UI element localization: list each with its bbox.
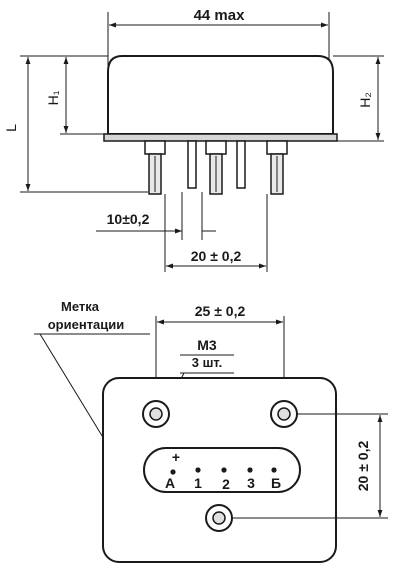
lead-spacing-dimension: 10±0,2: [96, 192, 216, 240]
pin-label-1: 1: [194, 475, 202, 491]
side-view: 44 max L H₁: [3, 7, 384, 272]
pin-label-3: 3: [247, 475, 255, 491]
height-l-label: L: [3, 124, 19, 132]
hole-spacing-horizontal-dimension: 25 ± 0,2: [155, 303, 285, 400]
orientation-mark-label-line1: Метка: [61, 299, 100, 314]
height-l-dimension: L: [3, 55, 148, 193]
bottom-view: 25 ± 0,2 Метка ориентации M3 3 шт.: [34, 299, 388, 563]
pin-label-a: А: [165, 475, 175, 491]
mounting-stud-center: [205, 140, 227, 155]
height-h2-label: H₂: [357, 92, 373, 108]
case-base-plate: [103, 133, 338, 142]
orientation-mark-callout: Метка ориентации: [34, 299, 150, 468]
pin-dot: [271, 467, 277, 473]
case-body: [107, 55, 334, 135]
lead-pins: [144, 140, 288, 195]
orientation-mark-label-line2: ориентации: [48, 317, 125, 332]
height-h1-label: H₁: [45, 90, 61, 105]
lead-pin: [236, 140, 246, 189]
lead-span-label: 20 ± 0,2: [191, 248, 242, 264]
pin-row: + А 1 2 3 Б: [165, 449, 281, 492]
pin-dot: [221, 467, 227, 473]
lead-span-dimension: 20 ± 0,2: [164, 194, 268, 272]
lead-pin: [187, 140, 197, 189]
pin-label-b: Б: [271, 475, 281, 491]
lead-spacing-label: 10±0,2: [107, 211, 150, 227]
overall-width-dimension: 44 max: [107, 7, 330, 68]
pin-label-2: 2: [222, 476, 230, 492]
polarity-mark: +: [172, 449, 180, 465]
pin-dot: [195, 467, 201, 473]
mounting-hole-top-right: [270, 400, 298, 428]
height-h1-dimension: H₁: [45, 57, 104, 135]
hole-spacing-vertical-dimension: 20 ± 0,2: [232, 413, 388, 519]
thread-size-label: M3: [197, 337, 217, 353]
mounting-hole-top-left: [142, 400, 170, 428]
height-h2-dimension: H₂: [333, 55, 384, 142]
hole-spacing-horizontal-label: 25 ± 0,2: [195, 303, 246, 319]
overall-width-label: 44 max: [194, 7, 246, 24]
mounting-stud-right: [266, 140, 288, 155]
pin-dot: [170, 469, 176, 475]
mounting-hole-bottom-center: [205, 504, 233, 532]
hole-spacing-vertical-label: 20 ± 0,2: [355, 441, 371, 492]
thread-count-label: 3 шт.: [192, 355, 223, 370]
pin-dot: [247, 467, 253, 473]
mounting-stud-left: [144, 140, 166, 155]
